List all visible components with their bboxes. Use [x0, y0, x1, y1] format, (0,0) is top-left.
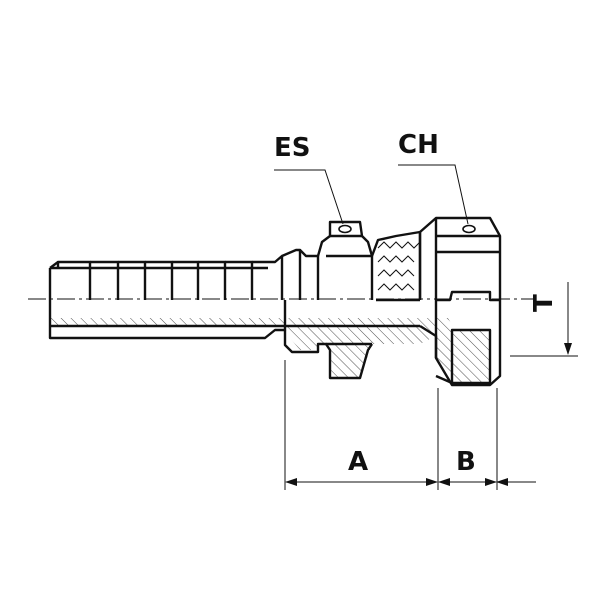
b-label: B	[456, 447, 476, 477]
hose-barb	[48, 254, 420, 340]
t-label: T	[529, 294, 559, 312]
a-label: A	[348, 447, 368, 477]
ch-label: CH	[398, 130, 439, 160]
es-collar	[281, 220, 374, 380]
es-label: ES	[274, 133, 311, 163]
ch-leader	[398, 164, 469, 225]
thread	[370, 230, 422, 302]
ch-mark-icon	[462, 224, 476, 234]
swivel-nut	[418, 216, 502, 387]
section-hatching	[50, 318, 490, 383]
es-mark-icon	[338, 224, 352, 234]
es-leader	[274, 169, 344, 225]
